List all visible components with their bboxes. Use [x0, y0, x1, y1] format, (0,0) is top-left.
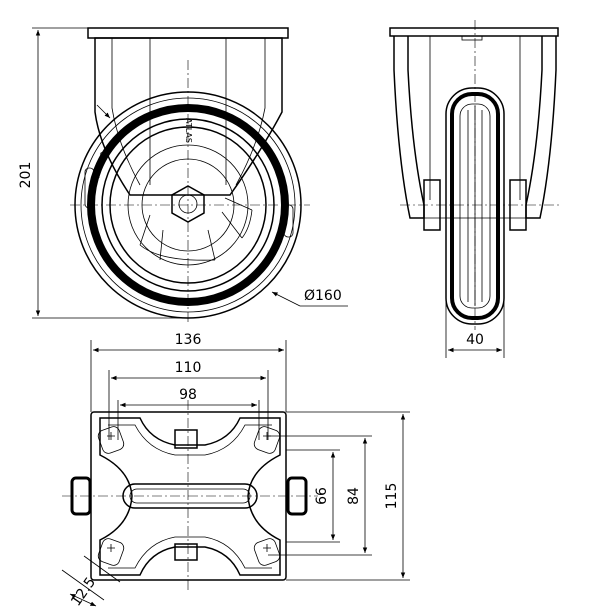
hole-spacing-outer-label: 110 — [175, 360, 202, 376]
top-fork-outline — [99, 417, 281, 576]
wheel-marking-text: 160/40-80 — [87, 151, 108, 193]
front-width-label: 40 — [466, 332, 484, 348]
plate-width-label: 136 — [175, 332, 202, 348]
diameter-label: Ø160 — [304, 288, 342, 304]
front-fork-right — [525, 36, 557, 219]
hole-spacing-vertical-mid-label: 84 — [346, 487, 362, 505]
plate-length-label: 115 — [384, 483, 400, 510]
mounting-hole — [97, 426, 125, 454]
mounting-hole — [97, 538, 125, 566]
side-top-plate — [87, 27, 289, 39]
side-bracket — [94, 37, 283, 196]
top-nut-lower — [174, 543, 198, 561]
side-view: 160/40-80 ATLAS 201 Ø160 — [18, 27, 348, 325]
mounting-holes — [97, 426, 281, 566]
top-nut-upper — [174, 429, 198, 449]
hole-spacing-inner-label: 98 — [179, 387, 197, 403]
brand-marking-text: ATLAS — [184, 118, 193, 143]
mounting-hole — [253, 538, 281, 566]
height-label: 201 — [18, 162, 34, 189]
front-fork-left — [393, 36, 425, 219]
top-view: 136 110 98 66 84 115 12.5 — [61, 332, 410, 609]
front-top-plate — [389, 27, 559, 37]
hole-spacing-vertical-small-label: 66 — [314, 487, 330, 505]
slot-dimension-line — [69, 593, 97, 607]
mounting-hole — [253, 426, 281, 454]
front-view: 40 — [389, 20, 560, 358]
